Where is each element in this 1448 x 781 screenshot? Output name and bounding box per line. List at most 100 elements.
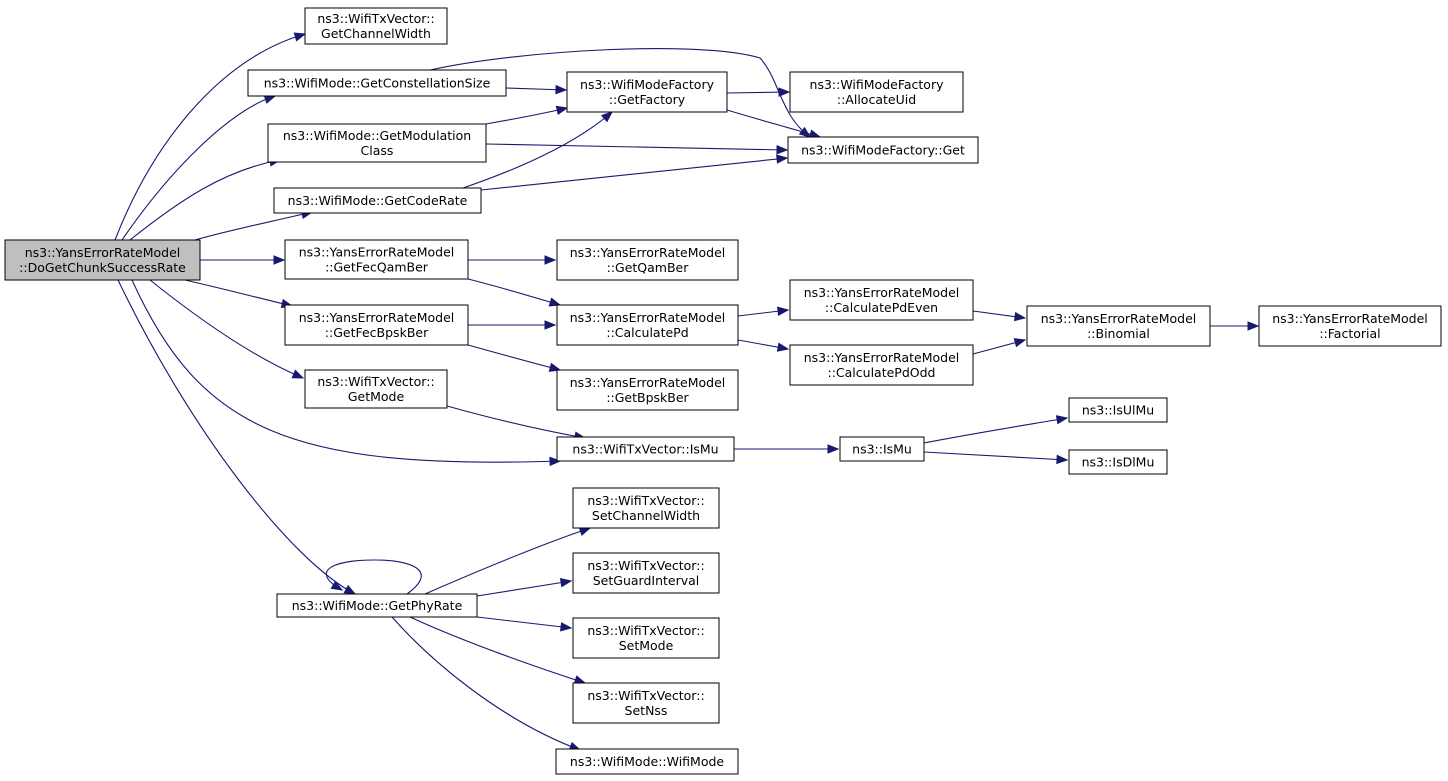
edge-line <box>485 143 788 151</box>
edge-arrowhead <box>293 32 307 42</box>
node-box <box>572 487 720 529</box>
edge-line <box>923 451 1068 461</box>
edge-arrowhead <box>1013 338 1027 348</box>
edge-wm_getcoderate-to-wmf_getfactory <box>462 111 614 189</box>
edge-arrowhead <box>291 369 305 379</box>
node-yem_calcpd[interactable]: ns3::YansErrorRateModel::CalculatePd <box>556 304 739 346</box>
node-label-line: ns3::WifiTxVector:: <box>587 688 704 703</box>
edge-wm_getconst-to-wmf_getfactory <box>505 84 568 95</box>
node-yem_fecqam[interactable]: ns3::YansErrorRateModel::GetFecQamBer <box>284 239 469 280</box>
node-label-line: SetChannelWidth <box>592 508 700 523</box>
node-box <box>556 436 735 462</box>
node-yem_binomial[interactable]: ns3::YansErrorRateModel::Binomial <box>1026 305 1211 347</box>
edge-wm_getphyrate-to-wm_wifimode <box>391 616 582 751</box>
edge-arrowhead <box>548 297 562 307</box>
edge-yem_fecbpsk-to-yem_calcpd <box>468 320 557 330</box>
node-label-line: ::Factorial <box>1319 326 1380 341</box>
node-box <box>556 369 739 411</box>
node-label-line: ns3::YansErrorRateModel <box>1272 311 1427 326</box>
edge-arrowhead <box>827 444 840 454</box>
node-label-line: ::GetFecBpskBer <box>325 325 429 340</box>
node-yem_fecbpsk[interactable]: ns3::YansErrorRateModel::GetFecBpskBer <box>284 304 469 346</box>
edge-ismu-to-isdlmu <box>923 451 1069 465</box>
node-box <box>304 7 448 45</box>
node-txv_setnss[interactable]: ns3::WifiTxVector::SetNss <box>572 682 720 724</box>
edge-arrowhead <box>1013 311 1027 322</box>
node-ismu[interactable]: ns3::IsMu <box>839 436 925 462</box>
node-yem_qamber[interactable]: ns3::YansErrorRateModel::GetQamBer <box>556 239 739 281</box>
node-wm_getcoderate[interactable]: ns3::WifiMode::GetCodeRate <box>273 187 482 214</box>
node-box <box>276 593 478 618</box>
node-label-line: ns3::WifiTxVector:: <box>587 558 704 573</box>
edge-yem_calcpdeven-to-yem_binomial <box>972 310 1027 322</box>
node-label-line: GetMode <box>348 389 405 404</box>
node-label-line: ns3::YansErrorRateModel <box>804 350 959 365</box>
edge-yem_fecqam-to-yem_calcpd <box>467 278 562 307</box>
node-txv_getmode[interactable]: ns3::WifiTxVector::GetMode <box>304 369 448 409</box>
node-yem_factorial[interactable]: ns3::YansErrorRateModel::Factorial <box>1258 305 1442 347</box>
edge-wm_getmodclass-to-wmf_getfactory <box>485 105 569 125</box>
node-label-line: ns3::WifiModeFactory::Get <box>801 143 965 158</box>
node-box <box>284 239 469 280</box>
edge-yem_calcpdodd-to-yem_binomial <box>972 338 1027 355</box>
edge-line <box>325 559 422 595</box>
node-root[interactable]: ns3::YansErrorRateModel::DoGetChunkSucce… <box>4 239 201 281</box>
edge-line <box>129 159 281 241</box>
node-yem_bpskber[interactable]: ns3::YansErrorRateModel::GetBpskBer <box>556 369 739 411</box>
node-label-line: ns3::YansErrorRateModel <box>570 310 725 325</box>
edge-yem_binomial-to-yem_factorial <box>1210 321 1260 331</box>
edge-arrowhead <box>776 342 790 352</box>
node-label-line: ::AllocateUid <box>837 92 916 107</box>
edge-wm_getcoderate-to-wmf_get <box>480 154 789 191</box>
node-box <box>273 187 482 214</box>
node-txv_ismu[interactable]: ns3::WifiTxVector::IsMu <box>556 436 735 462</box>
edge-line <box>467 344 561 371</box>
node-wmf_getfactory[interactable]: ns3::WifiModeFactory::GetFactory <box>566 71 728 113</box>
node-box <box>556 239 739 281</box>
node-label-line: SetMode <box>619 638 674 653</box>
node-label-line: ns3::WifiTxVector::IsMu <box>572 442 718 457</box>
node-box <box>787 136 979 164</box>
node-wmf_get[interactable]: ns3::WifiModeFactory::Get <box>787 136 979 164</box>
node-wmf_alloc[interactable]: ns3::WifiModeFactory::AllocateUid <box>789 71 964 113</box>
edge-line <box>149 279 304 379</box>
node-yem_calcpdodd[interactable]: ns3::YansErrorRateModel::CalculatePdOdd <box>789 344 974 386</box>
node-yem_calcpdeven[interactable]: ns3::YansErrorRateModel::CalculatePdEven <box>789 279 974 321</box>
edge-txv_getmode-to-txv_ismu <box>446 405 587 441</box>
edge-arrowhead <box>544 320 557 330</box>
edge-ismu-to-isulmu <box>923 415 1069 444</box>
node-wm_getphyrate[interactable]: ns3::WifiMode::GetPhyRate <box>276 593 478 618</box>
node-box <box>572 552 720 594</box>
edge-arrowhead <box>1056 454 1069 465</box>
edge-arrowhead <box>776 145 789 155</box>
edge-arrowhead <box>1055 415 1069 425</box>
node-wm_wifimode[interactable]: ns3::WifiMode::WifiMode <box>555 748 739 775</box>
node-isdlmu[interactable]: ns3::IsDlMu <box>1068 449 1168 475</box>
node-isulmu[interactable]: ns3::IsUlMu <box>1068 397 1168 423</box>
node-txv_setgi[interactable]: ns3::WifiTxVector::SetGuardInterval <box>572 552 720 594</box>
edge-arrowhead <box>559 577 573 588</box>
node-label-line: ns3::YansErrorRateModel <box>804 285 959 300</box>
node-label-line: ns3::IsUlMu <box>1082 403 1154 418</box>
node-label-line: ns3::WifiTxVector:: <box>317 11 434 26</box>
edge-root-to-txv_getchw <box>114 32 307 241</box>
edge-arrowhead <box>578 526 592 536</box>
node-box <box>839 436 925 462</box>
node-box <box>789 279 974 321</box>
edge-arrowhead <box>330 580 344 591</box>
node-wm_getconst[interactable]: ns3::WifiMode::GetConstellationSize <box>247 69 507 97</box>
node-label-line: ::GetBpskBer <box>606 390 689 405</box>
node-label-line: ::Binomial <box>1087 326 1150 341</box>
node-txv_getchw[interactable]: ns3::WifiTxVector::GetChannelWidth <box>304 7 448 45</box>
node-label-line: ns3::WifiMode::GetPhyRate <box>292 598 463 613</box>
node-txv_setmode[interactable]: ns3::WifiTxVector::SetMode <box>572 617 720 659</box>
node-txv_setchw[interactable]: ns3::WifiTxVector::SetChannelWidth <box>572 487 720 529</box>
edge-arrowhead <box>777 306 790 316</box>
edge-wm_getphyrate-to-txv_setmode <box>476 616 573 632</box>
edge-yem_calcpd-to-yem_calcpdodd <box>737 339 790 352</box>
node-box <box>555 748 739 775</box>
edge-wmf_getfactory-to-wmf_get <box>726 109 822 139</box>
node-label-line: ns3::WifiModeFactory <box>580 77 715 92</box>
node-box <box>572 682 720 724</box>
